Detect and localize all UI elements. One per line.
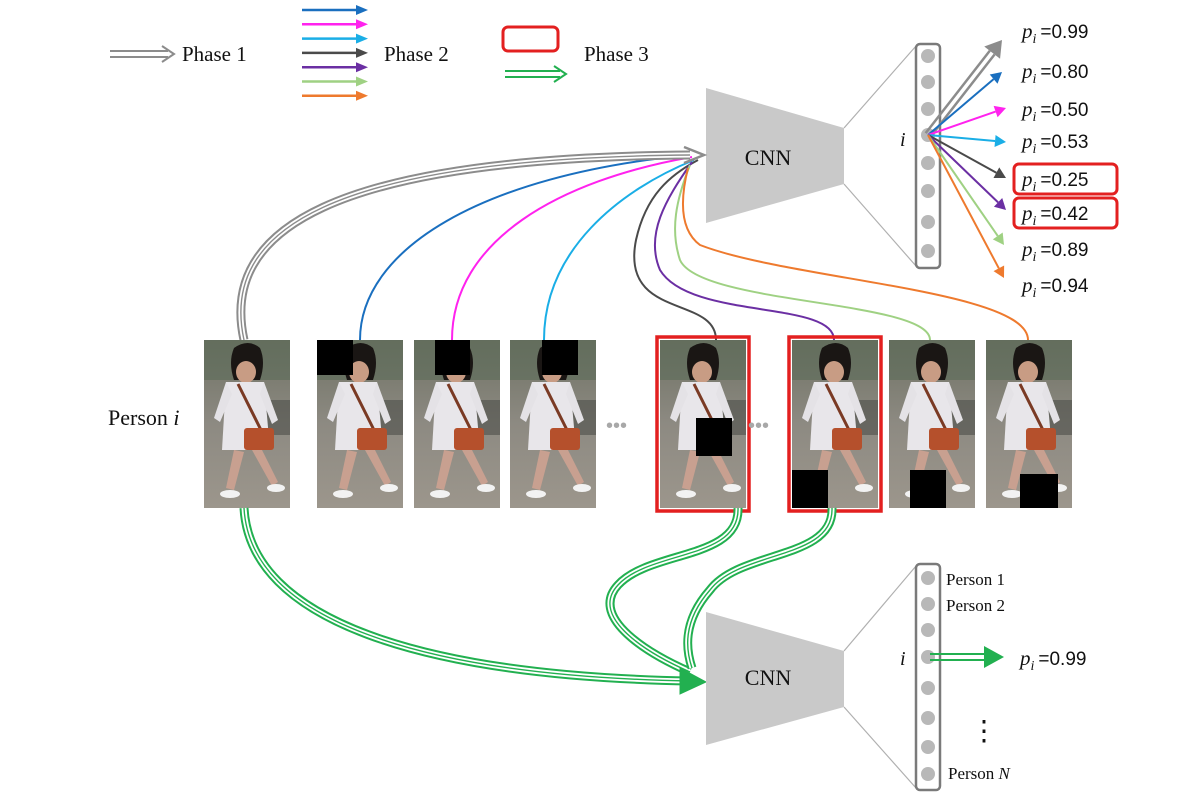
person-row: Person i ••• •••	[108, 335, 1072, 513]
probability-label-6: pi=0.42	[1020, 201, 1088, 229]
phase2-curve-5	[653, 161, 835, 341]
probability-label-3: pi=0.50	[1020, 97, 1088, 125]
phase2-curve-2	[451, 156, 693, 341]
phase2-curve-1	[359, 154, 691, 341]
person-row-label: Person i	[108, 405, 180, 430]
phase2-curves	[359, 154, 1029, 341]
highlight-box-6	[1012, 196, 1119, 230]
legend-phase2-arrows	[302, 5, 368, 101]
top-layer-node	[921, 215, 935, 229]
probability-label-7: pi=0.89	[1020, 237, 1088, 265]
legend-phase2-arrow	[302, 47, 368, 58]
output-arrow-8	[927, 134, 1005, 278]
bottom-output-probability: pi=0.99	[1018, 646, 1086, 674]
legend: Phase 1 Phase 2 Phase 3	[110, 5, 649, 101]
top-layer-node	[921, 244, 935, 258]
top-network: CNN i pi=0.99 pi=0.80 pi=0.50 pi=0.53 pi=0.2…	[706, 19, 1119, 301]
legend-phase2-arrow	[302, 33, 368, 44]
legend-phase2-label: Phase 2	[384, 42, 449, 66]
top-cnn-trapezoid	[706, 88, 844, 223]
output-arrow-2	[927, 72, 1002, 136]
bottom-layer-node	[921, 623, 935, 637]
person-image-2	[317, 340, 403, 508]
phase2-curve-4	[633, 159, 717, 341]
probability-label-5: pi=0.25	[1020, 167, 1088, 195]
top-layer-node	[921, 75, 935, 89]
class-label-person-2: Person 2	[946, 596, 1005, 615]
selected-highlight	[655, 335, 751, 513]
probability-label-8: pi=0.94	[1020, 273, 1089, 301]
output-arrow-3	[927, 105, 1006, 136]
top-cnn-label: CNN	[745, 145, 792, 170]
probability-label-2: pi=0.80	[1020, 59, 1088, 87]
output-arrow-4	[927, 134, 1006, 147]
person-image-8	[986, 340, 1072, 508]
bottom-layer-node	[921, 711, 935, 725]
phase3-curves	[239, 507, 837, 695]
probability-label-1: pi=0.99	[1020, 19, 1088, 47]
bottom-layer-node	[921, 571, 935, 585]
person-image-1	[204, 340, 290, 508]
legend-phase3-box	[501, 25, 560, 53]
class-label-person-n: Person N	[948, 764, 1012, 783]
bottom-cnn-label: CNN	[745, 665, 792, 690]
phase2-curve-3	[543, 159, 695, 341]
top-layer-node	[921, 102, 935, 116]
phase1-curve	[236, 145, 708, 341]
ellipsis-dots-1: •••	[606, 415, 627, 437]
legend-phase3-arrow	[505, 65, 568, 83]
person-image-6	[787, 335, 883, 513]
output-arrow-7	[927, 134, 1004, 245]
occlusion-patch	[910, 470, 946, 508]
top-layer-node	[921, 49, 935, 63]
top-layer-node	[921, 184, 935, 198]
highlight-box-5	[1012, 162, 1119, 196]
vertical-ellipsis: ⋮	[970, 716, 998, 747]
occlusion-patch	[435, 340, 470, 375]
legend-phase2-arrow	[302, 90, 368, 101]
bottom-output-layer	[914, 562, 942, 792]
occlusion-patch	[696, 418, 732, 456]
bottom-cnn-trapezoid	[706, 612, 844, 745]
class-label-person-1: Person 1	[946, 570, 1005, 589]
legend-phase2-arrow	[302, 5, 368, 15]
bottom-layer-node	[921, 650, 935, 664]
bottom-layer-node	[921, 597, 935, 611]
bottom-index-label: i	[900, 648, 906, 670]
output-arrow-6	[927, 134, 1006, 210]
bottom-output-arrow	[930, 646, 1004, 668]
phase2-curve-7	[682, 167, 1029, 341]
bottom-layer-node	[921, 681, 935, 695]
legend-phase3-label: Phase 3	[584, 42, 649, 66]
person-image-3	[414, 340, 500, 508]
probability-label-4: pi=0.53	[1020, 129, 1088, 157]
occlusion-patch	[317, 340, 353, 375]
legend-phase2-arrow	[302, 62, 368, 73]
top-layer-node	[921, 156, 935, 170]
legend-phase2-arrow	[302, 76, 368, 87]
person-image-7	[889, 340, 975, 508]
bottom-layer-node	[921, 767, 935, 781]
phase2-curve-6	[674, 164, 931, 341]
legend-phase1-arrow	[110, 45, 176, 63]
occlusion-patch	[1020, 474, 1058, 508]
person-image-5	[655, 335, 751, 513]
bottom-layer-node	[921, 740, 935, 754]
occlusion-patch	[542, 340, 578, 375]
bottom-network: CNN i Person 1 Person 2 ⋮ Person N pi=0.…	[706, 562, 1086, 792]
output-arrow-5	[927, 134, 1006, 178]
person-image-4	[510, 340, 596, 508]
ellipsis-dots-2: •••	[748, 415, 769, 437]
top-index-label: i	[900, 129, 906, 151]
occlusion-patch	[792, 470, 828, 508]
legend-phase2-arrow	[302, 19, 368, 30]
legend-phase1-label: Phase 1	[182, 42, 247, 66]
